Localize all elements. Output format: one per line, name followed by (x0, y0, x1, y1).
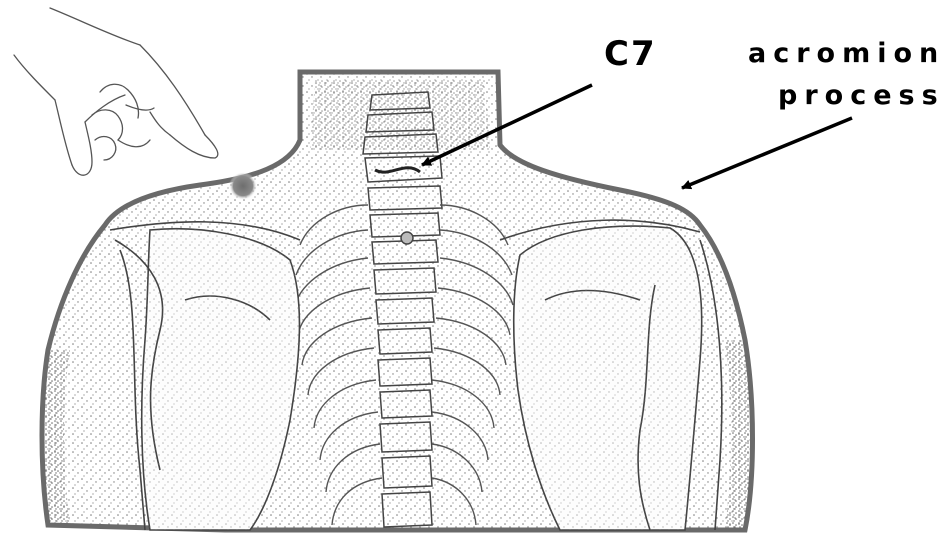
c7-label: C7 (604, 34, 657, 74)
neck-shading (310, 80, 490, 150)
acromion-label-line2: process (778, 80, 945, 111)
acromion-label-line1: acromion (748, 38, 945, 69)
acromion-arrow (682, 118, 852, 188)
pointing-hand-icon (14, 8, 218, 175)
palpation-dot-icon (229, 172, 257, 200)
right-scapula-shading (518, 226, 702, 530)
